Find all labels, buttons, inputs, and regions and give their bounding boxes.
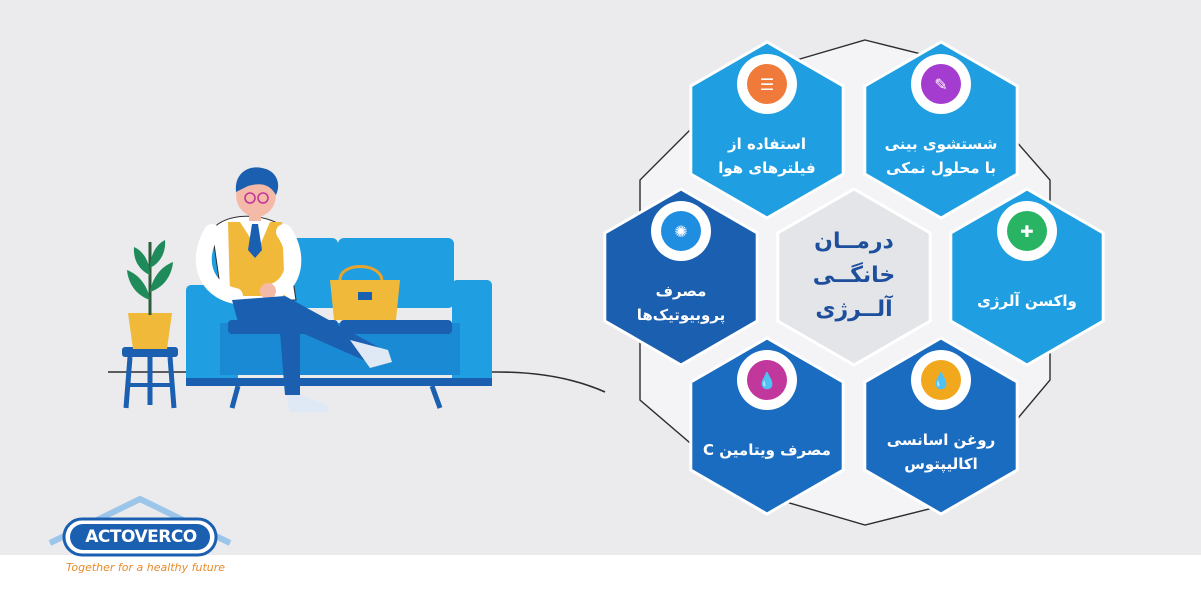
vitamin-drop-icon: 💧 — [737, 350, 797, 410]
svg-text:💧: 💧 — [931, 371, 951, 390]
probiotic-icon: ✺ — [651, 201, 711, 261]
footer-strip — [0, 555, 1201, 601]
oil-drops-icon: 💧 — [911, 350, 971, 410]
hexagon-label-line: پروبیوتیک‌ها — [636, 306, 726, 324]
hexagon-label-line: مصرف — [655, 282, 707, 300]
bag — [330, 265, 400, 320]
center-title-line: درمــان — [814, 229, 894, 254]
connector-line — [108, 371, 606, 393]
center-title-line: خانگــی — [812, 263, 896, 288]
svg-text:✎: ✎ — [934, 75, 947, 94]
hexagon-label-line: با محلول نمکی — [886, 159, 996, 177]
hexagon-vaccine — [949, 187, 1105, 367]
plant-stool — [122, 240, 178, 409]
nasal-spray-icon: ✎ — [911, 54, 971, 114]
hexagon-vitamin — [689, 336, 845, 516]
hexagon-label-line: واکسن آلرژی — [977, 292, 1077, 310]
svg-text:✺: ✺ — [674, 222, 687, 241]
hexagon-label-line: اکالیپتوس — [904, 455, 978, 473]
brand-logo — [48, 496, 232, 557]
brand-tagline: Together for a healthy future — [66, 561, 226, 574]
hexagon-label-vaccine: واکسن آلرژی — [947, 289, 1107, 313]
center-hexagon — [776, 187, 932, 367]
center-title-line: آلــرژی — [815, 297, 893, 322]
hexagon-label-line: شستشوی بینی — [884, 135, 998, 153]
hexagon-label-nasal: شستشوی بینی با محلول نمکی — [861, 132, 1021, 180]
hexagon-label-line: فیلترهای هوا — [718, 159, 816, 177]
hexagon-group: ☰ ✎ ✺ ✚ 💧 💧 — [603, 40, 1105, 516]
hexagon-label-vitamin: مصرف ویتامین C — [687, 438, 847, 462]
hexagon-label-probiotic: مصرف پروبیوتیک‌ها — [601, 279, 761, 327]
hexagon-filters — [689, 40, 845, 220]
hexagon-label-line: مصرف ویتامین C — [703, 441, 831, 459]
hexagon-probiotic — [603, 187, 759, 367]
syringe-icon: ✚ — [997, 201, 1057, 261]
hexagon-label-line: روغن اسانسی — [886, 431, 996, 449]
hexagon-eucalyptus — [863, 336, 1019, 516]
hexagon-nasal — [863, 40, 1019, 220]
hexagon-label-eucalyptus: روغن اسانسی اکالیپتوس — [861, 428, 1021, 476]
person — [195, 167, 392, 412]
hexagon-label-line: استفاده از — [728, 135, 806, 153]
brand-name: ACTOVERCO — [85, 527, 197, 547]
hexagon-label-filters: استفاده از فیلترهای هوا — [687, 132, 847, 180]
svg-text:💧: 💧 — [757, 371, 777, 390]
svg-text:✚: ✚ — [1020, 222, 1033, 241]
center-title: درمــان خانگــی آلــرژی — [784, 225, 924, 327]
air-filter-icon: ☰ — [737, 54, 797, 114]
svg-text:☰: ☰ — [760, 75, 774, 94]
